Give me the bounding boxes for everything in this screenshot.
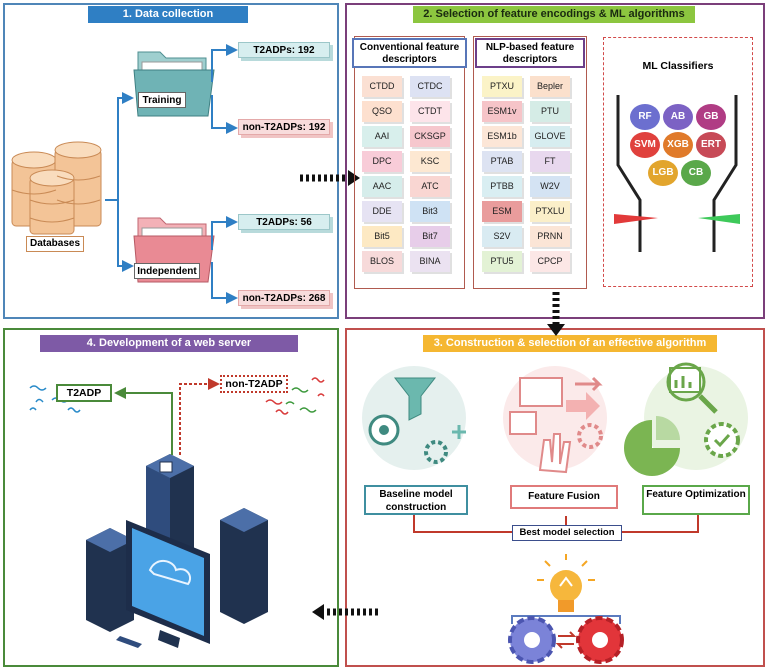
classifier-cb: CB (681, 160, 711, 186)
classifier-xgb: XGB (663, 132, 693, 158)
training-label: Training (138, 92, 186, 108)
classifier-rf: RF (630, 104, 660, 130)
ml-classifiers-title: ML Classifiers (642, 60, 714, 72)
chip-dpc: DPC (362, 151, 402, 172)
panel-4-title: 4. Development of a web server (40, 335, 298, 352)
independent-positive-count: T2ADPs: 56 (238, 214, 330, 230)
baseline-illustration-icon (362, 366, 466, 470)
conventional-header: Conventional feature descriptors (352, 38, 467, 68)
chip-ptu5: PTU5 (482, 251, 522, 272)
arrow-to-construction (547, 292, 565, 336)
chip-esm1v: ESM1v (482, 101, 522, 122)
chip-ft: FT (530, 151, 570, 172)
feature-optimization-box: Feature Optimization (642, 485, 750, 515)
t2adp-output-label: T2ADP (56, 384, 112, 402)
classifier-svm: SVM (630, 132, 660, 158)
chip-ctdd: CTDD (362, 76, 402, 97)
lightbulb-icon (537, 554, 595, 612)
classifier-ert: ERT (696, 132, 726, 158)
ml-funnel-icon (616, 95, 738, 252)
chip-dde: DDE (362, 201, 402, 222)
conventional-descriptors-column (354, 36, 465, 289)
independent-label: Independent (134, 263, 200, 279)
panel-1-title: 1. Data collection (88, 6, 248, 23)
swap-arrows-icon (555, 631, 577, 649)
chip-aai: AAI (362, 126, 402, 147)
fusion-illustration-icon (503, 366, 607, 474)
chip-w2v: W2V (530, 176, 570, 197)
feature-fusion-box: Feature Fusion (510, 485, 618, 509)
chip-ksc: KSC (410, 151, 450, 172)
chip-ctdc: CTDC (410, 76, 450, 97)
chip-bina: BINA (410, 251, 450, 272)
chip-atc: ATC (410, 176, 450, 197)
chip-ptu: PTU (530, 101, 570, 122)
chip-ptxlu: PTXLU (530, 201, 570, 222)
nlp-descriptors-column (473, 36, 587, 289)
chip-aac: AAC (362, 176, 402, 197)
train-negative-count: non-T2ADPs: 192 (238, 119, 330, 135)
chip-prnn: PRNN (530, 226, 570, 247)
green-beam (698, 214, 740, 224)
chip-bit7: Bit7 (410, 226, 450, 247)
nlp-header: NLP-based feature descriptors (475, 38, 585, 68)
chip-bepler: Bepler (530, 76, 570, 97)
chip-cksgp: CKSGP (410, 126, 450, 147)
chip-glove: GLOVE (530, 126, 570, 147)
panel-3-title: 3. Construction & selection of an effect… (423, 335, 717, 352)
arrow-to-feature-selection (300, 170, 360, 186)
classifier-gb: GB (696, 104, 726, 130)
optimization-illustration-icon (624, 362, 748, 476)
databases-label: Databases (26, 236, 84, 252)
chip-ptab: PTAB (482, 151, 522, 172)
chip-bit3: Bit3 (410, 201, 450, 222)
gear-red-icon (576, 616, 624, 664)
chip-esm: ESM (482, 201, 522, 222)
chip-qso: QSO (362, 101, 402, 122)
chip-s2v: S2V (482, 226, 522, 247)
independent-negative-count: non-T2ADPs: 268 (238, 290, 330, 306)
baseline-model-box: Baseline model construction (364, 485, 468, 515)
chip-ptxu: PTXU (482, 76, 522, 97)
gear-blue-icon (508, 616, 556, 664)
chip-ctdt: CTDT (410, 101, 450, 122)
classifier-lgb: LGB (648, 160, 678, 186)
database-icon (11, 141, 102, 235)
ml-classifiers-box (603, 37, 753, 287)
panel-2-title: 2. Selection of feature encodings & ML a… (413, 6, 695, 23)
train-positive-count: T2ADPs: 192 (238, 42, 330, 58)
classifier-ab: AB (663, 104, 693, 130)
chip-cpcp: CPCP (530, 251, 570, 272)
best-model-selection-box: Best model selection (512, 525, 622, 541)
panel-data-collection (3, 3, 339, 319)
chip-blos: BLOS (362, 251, 402, 272)
chip-ptbb: PTBB (482, 176, 522, 197)
non-t2adp-output-label: non-T2ADP (220, 375, 288, 393)
arrow-to-web-server (312, 604, 378, 620)
chip-esm1b: ESM1b (482, 126, 522, 147)
panel-web-server (3, 328, 339, 667)
red-beam (614, 214, 658, 224)
monitor-icon (116, 520, 210, 648)
chip-bit5: Bit5 (362, 226, 402, 247)
